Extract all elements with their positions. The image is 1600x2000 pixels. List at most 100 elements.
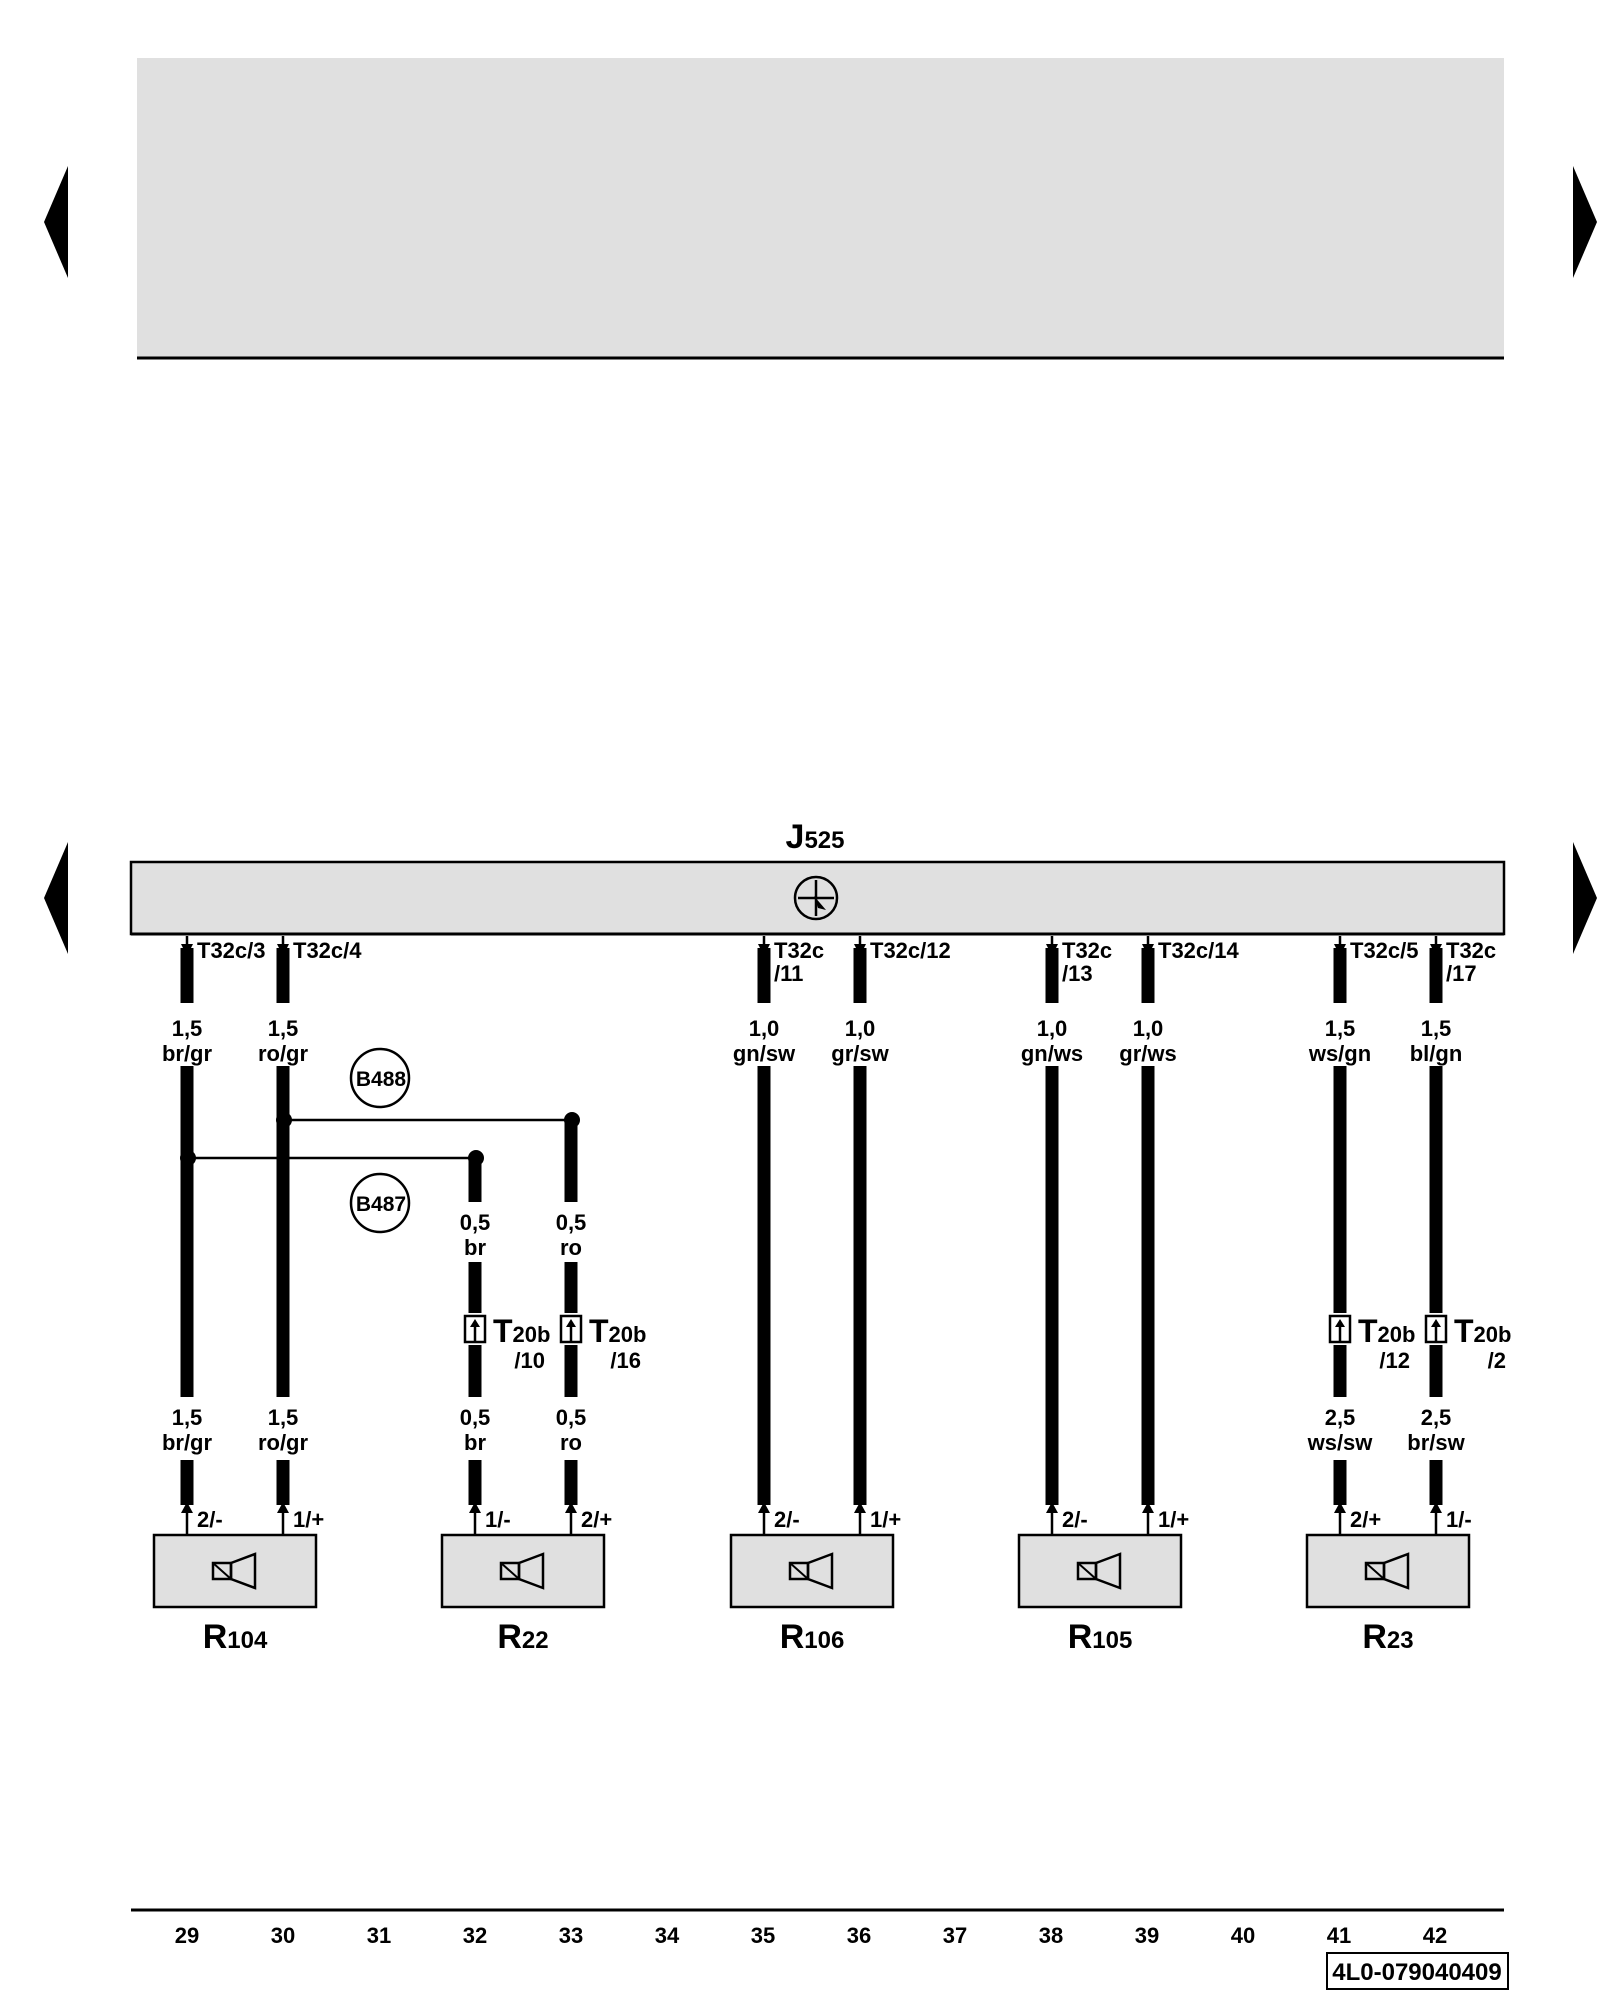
pin-label: T32c/5 [1350, 938, 1419, 963]
wire-size-label: 0,5 [460, 1405, 491, 1430]
wire-text-layer: T32c/31,5br/gr1,5br/gr2/-T32c/41,5ro/gr1… [162, 938, 1496, 1532]
wire-color-label: br [464, 1430, 486, 1455]
pin-arrow-icon [1142, 944, 1154, 956]
wire-size-label: 1,0 [845, 1016, 876, 1041]
track-number: 42 [1423, 1923, 1447, 1948]
speaker-icon [211, 1552, 257, 1590]
connector-icon [463, 1314, 487, 1344]
wire-size-label: 1,0 [1133, 1016, 1164, 1041]
wire-color-label: gr/ws [1119, 1041, 1176, 1066]
pin-arrow-icon [277, 1502, 289, 1513]
pin-arrow-icon [1046, 1502, 1058, 1513]
component-label: R22 [497, 1618, 548, 1656]
wire-color-label: ro [560, 1235, 582, 1260]
speaker-box [729, 1533, 895, 1609]
wire-color-label: bl/gn [1410, 1041, 1463, 1066]
track-number: 32 [463, 1923, 487, 1948]
wire-size-label: 1,5 [172, 1016, 203, 1041]
pin-label: /11 [774, 961, 803, 986]
component-pin-label: 2/+ [581, 1507, 612, 1532]
component-pin-label: 1/- [485, 1507, 511, 1532]
pin-arrow-icon [854, 1502, 866, 1513]
wire-size-label: 1,0 [749, 1016, 780, 1041]
connector-pin-label: /16 [610, 1348, 641, 1373]
pin-arrow-icon [1334, 944, 1346, 956]
connector-label: T20b [493, 1313, 550, 1349]
component-pin-label: 1/+ [870, 1507, 901, 1532]
track-number: 31 [367, 1923, 391, 1948]
splice-dot [276, 1112, 292, 1128]
wire-color-label: ws/gn [1308, 1041, 1371, 1066]
component-pin-label: 2/- [774, 1507, 800, 1532]
pin-arrow-icon [469, 1502, 481, 1513]
nav-next-icon[interactable] [1573, 842, 1597, 954]
speaker-box [1305, 1533, 1471, 1609]
wire-size-label: 2,5 [1325, 1405, 1356, 1430]
speaker-icon [1076, 1552, 1122, 1590]
pin-label: T32c/3 [197, 938, 266, 963]
pin-arrow-icon [1046, 944, 1058, 956]
connector-label: T20b [589, 1313, 646, 1349]
component-pin-label: 2/- [1062, 1507, 1088, 1532]
wire-size-label: 1,5 [268, 1405, 299, 1430]
pin-arrow-icon [1334, 1502, 1346, 1513]
wire-color-label: ro [560, 1430, 582, 1455]
track-number: 38 [1039, 1923, 1063, 1948]
nav-prev-icon[interactable] [44, 842, 68, 954]
splice-dot [468, 1150, 484, 1166]
pin-label: T32c/12 [870, 938, 951, 963]
pin-arrow-icon [758, 1502, 770, 1513]
wire-size-label: 2,5 [1421, 1405, 1452, 1430]
pin-label: T32c [774, 938, 824, 963]
track-number: 41 [1327, 1923, 1351, 1948]
pin-label: T32c/4 [293, 938, 362, 963]
pin-arrow-icon [181, 944, 193, 956]
connector-pin-label: /10 [514, 1348, 545, 1373]
component-label: R23 [1362, 1618, 1413, 1656]
pin-arrow-icon [277, 944, 289, 956]
wire-size-label: 0,5 [556, 1405, 587, 1430]
wire-color-label: ws/sw [1307, 1430, 1374, 1455]
wire-color-label: br/sw [1407, 1430, 1465, 1455]
component-pin-label: 1/- [1446, 1507, 1472, 1532]
pin-label: /17 [1446, 961, 1477, 986]
wire-color-label: br [464, 1235, 486, 1260]
track-number: 36 [847, 1923, 871, 1948]
nav-prev-icon[interactable] [44, 166, 68, 278]
wire-color-label: br/gr [162, 1430, 213, 1455]
track-number: 35 [751, 1923, 775, 1948]
speaker-box [152, 1533, 318, 1609]
nav-next-icon[interactable] [1573, 166, 1597, 278]
component-pin-label: 2/- [197, 1507, 223, 1532]
connector-icon [1328, 1314, 1352, 1344]
track-number: 37 [943, 1923, 967, 1948]
track-number: 39 [1135, 1923, 1159, 1948]
splice-dot [564, 1112, 580, 1128]
component-pin-label: 2/+ [1350, 1507, 1381, 1532]
speaker-icon [499, 1552, 545, 1590]
wire-color-label: gn/ws [1021, 1041, 1083, 1066]
track-number: 33 [559, 1923, 583, 1948]
pin-arrow-icon [1430, 1502, 1442, 1513]
track-number: 40 [1231, 1923, 1255, 1948]
wire-size-label: 1,0 [1037, 1016, 1068, 1041]
doc-id: 4L0-079040409 [1332, 1959, 1501, 1986]
component-label: R105 [1068, 1618, 1133, 1656]
wire-size-label: 0,5 [460, 1210, 491, 1235]
component-pin-label: 1/+ [1158, 1507, 1189, 1532]
splice-dot [180, 1150, 196, 1166]
component-label: R104 [203, 1618, 268, 1656]
component-pin-label: 1/+ [293, 1507, 324, 1532]
track-number: 34 [655, 1923, 680, 1948]
doc-id-box [1326, 1952, 1509, 1990]
track-number: 30 [271, 1923, 295, 1948]
pin-arrow-icon [565, 1502, 577, 1513]
pin-arrow-icon [854, 944, 866, 956]
wire-size-label: 1,5 [268, 1016, 299, 1041]
wire-size-label: 1,5 [1421, 1016, 1452, 1041]
wire-size-label: 1,5 [1325, 1016, 1356, 1041]
wires-layer [180, 936, 1443, 1535]
